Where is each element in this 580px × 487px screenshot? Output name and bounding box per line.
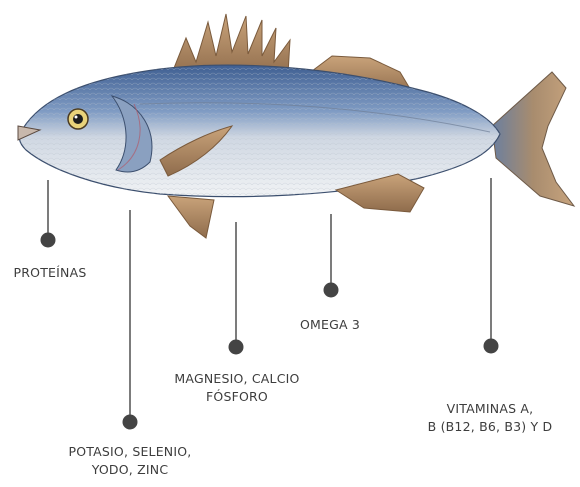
anal-fin <box>334 173 425 213</box>
connector-dot-magnesium <box>228 339 244 355</box>
label-vitamins-line-2: B (B12, B6, B3) Y D <box>427 419 553 434</box>
connector-dot-minerals <box>122 414 138 430</box>
connector-dot-omega <box>323 282 339 298</box>
label-magnesium-line-2: FÓSFORO <box>206 389 268 404</box>
connector-dot-vitamins <box>483 338 499 354</box>
dorsal-fin <box>169 13 291 79</box>
label-proteins-line-1: PROTEÍNAS <box>13 265 87 280</box>
label-omega: OMEGA 3 <box>290 316 370 334</box>
label-magnesium: MAGNESIO, CALCIO FÓSFORO <box>162 370 312 406</box>
label-omega-line-1: OMEGA 3 <box>299 317 361 332</box>
connector-dot-proteins <box>40 232 56 248</box>
label-minerals: POTASIO, SELENIO, YODO, ZINC <box>50 443 210 479</box>
gill-cover <box>110 95 153 173</box>
label-proteins: PROTEÍNAS <box>2 264 98 282</box>
tail-fin <box>491 71 576 207</box>
pectoral-fin <box>159 125 234 177</box>
pelvic-fin <box>166 195 215 239</box>
label-magnesium-line-1: MAGNESIO, CALCIO <box>174 371 300 386</box>
label-minerals-line-1: POTASIO, SELENIO, <box>68 444 192 459</box>
connector-group <box>40 178 499 430</box>
label-minerals-line-2: YODO, ZINC <box>91 462 169 477</box>
fish-mouth <box>17 125 42 141</box>
label-vitamins-line-1: VITAMINAS A, <box>446 401 534 416</box>
label-vitamins: VITAMINAS A, B (B12, B6, B3) Y D <box>410 400 570 436</box>
